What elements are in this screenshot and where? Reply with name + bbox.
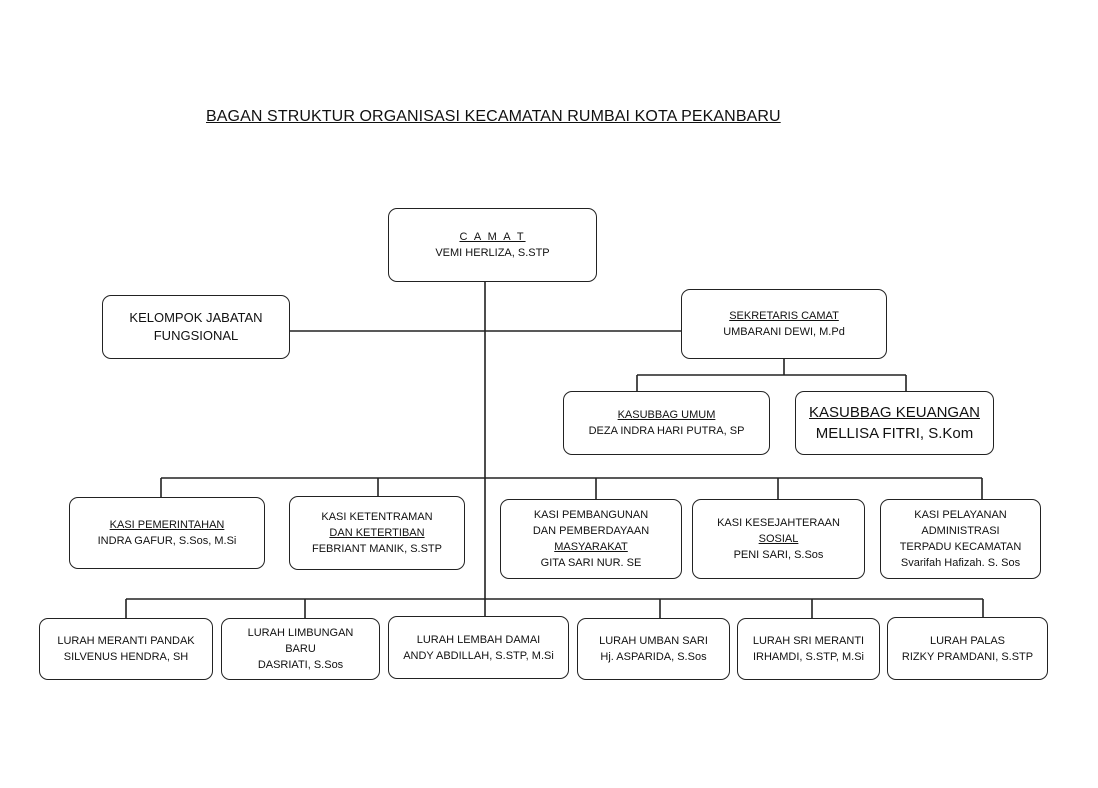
- lurah-6-line1: LURAH PALAS: [930, 634, 1005, 647]
- sekretaris-box: SEKRETARIS CAMAT UMBARANI DEWI, M.Pd: [681, 289, 887, 359]
- kasubbag-umum-role: KASUBBAG UMUM: [617, 409, 716, 421]
- kasi-1-line1: KASI PEMERINTAHAN: [109, 519, 225, 531]
- kasi-4-line2: SOSIAL: [758, 533, 799, 545]
- lurah-5-line1: LURAH SRI MERANTI: [752, 635, 865, 647]
- sekretaris-name: UMBARANI DEWI, M.Pd: [723, 326, 845, 338]
- lurah-sri-meranti-box: LURAH SRI MERANTI IRHAMDI, S.STP, M.Si: [737, 618, 880, 680]
- lurah-2-line1: LURAH LIMBUNGAN: [247, 627, 354, 639]
- fungsional-box: KELOMPOK JABATAN FUNGSIONAL: [102, 295, 290, 359]
- lurah-5-name: IRHAMDI, S.STP, M.Si: [752, 651, 865, 663]
- kasi-5-line3: TERPADU KECAMATAN: [899, 541, 1022, 553]
- kasi-5-line2: ADMINISTRASI: [921, 525, 1000, 537]
- camat-role: C A M A T: [459, 231, 526, 243]
- lurah-6-name: RIZKY PRAMDANI, S.STP: [901, 650, 1034, 663]
- kasi-3-name: GITA SARI NUR. SE: [540, 557, 642, 569]
- lurah-1-line1: LURAH MERANTI PANDAK: [57, 635, 195, 647]
- kasi-3-line3: MASYARAKAT: [554, 541, 628, 553]
- page-title: BAGAN STRUKTUR ORGANISASI KECAMATAN RUMB…: [206, 108, 781, 125]
- lurah-4-line1: LURAH UMBAN SARI: [599, 635, 708, 647]
- kasi-pemerintahan-box: KASI PEMERINTAHAN INDRA GAFUR, S.Sos, M.…: [69, 497, 265, 569]
- kasubbag-keuangan-box: KASUBBAG KEUANGAN MELLISA FITRI, S.Kom: [795, 391, 994, 455]
- kasi-2-name: FEBRIANT MANIK, S.STP: [312, 543, 442, 555]
- kasi-4-line1: KASI KESEJAHTERAAN: [717, 517, 840, 529]
- kasi-pelayanan-box: KASI PELAYANAN ADMINISTRASI TERPADU KECA…: [880, 499, 1041, 579]
- kasi-kesejahteraan-box: KASI KESEJAHTERAAN SOSIAL PENI SARI, S.S…: [692, 499, 865, 579]
- camat-name: VEMI HERLIZA, S.STP: [435, 247, 550, 259]
- kasi-ketentraman-box: KASI KETENTRAMAN DAN KETERTIBAN FEBRIANT…: [289, 496, 465, 570]
- kasi-2-line2: DAN KETERTIBAN: [329, 527, 425, 539]
- lurah-3-line1: LURAH LEMBAH DAMAI: [416, 633, 541, 646]
- fungsional-line2: FUNGSIONAL: [153, 328, 239, 343]
- kasi-4-name: PENI SARI, S.Sos: [733, 549, 824, 561]
- kasi-3-line1: KASI PEMBANGUNAN: [533, 509, 649, 521]
- lurah-meranti-pandak-box: LURAH MERANTI PANDAK SILVENUS HENDRA, SH: [39, 618, 213, 680]
- kasi-2-line1: KASI KETENTRAMAN: [321, 511, 433, 523]
- kasi-1-name: INDRA GAFUR, S.Sos, M.Si: [97, 535, 237, 547]
- lurah-2-name: DASRIATI, S.Sos: [257, 659, 344, 671]
- lurah-1-name: SILVENUS HENDRA, SH: [63, 651, 189, 663]
- kasubbag-umum-name: DEZA INDRA HARI PUTRA, SP: [588, 425, 745, 437]
- lurah-limbungan-baru-box: LURAH LIMBUNGAN BARU DASRIATI, S.Sos: [221, 618, 380, 680]
- kasubbag-keuangan-name: MELLISA FITRI, S.Kom: [815, 425, 974, 442]
- sekretaris-role: SEKRETARIS CAMAT: [729, 310, 839, 322]
- kasi-5-name: Svarifah Hafizah. S. Sos: [900, 557, 1021, 569]
- lurah-palas-box: LURAH PALAS RIZKY PRAMDANI, S.STP: [887, 617, 1048, 680]
- lurah-2-line2: BARU: [285, 643, 316, 655]
- lurah-lembah-damai-box: LURAH LEMBAH DAMAI ANDY ABDILLAH, S.STP,…: [388, 616, 569, 679]
- fungsional-line1: KELOMPOK JABATAN: [129, 310, 263, 325]
- kasi-3-line2: DAN PEMBERDAYAAN: [532, 525, 650, 537]
- lurah-3-name: ANDY ABDILLAH, S.STP, M.Si: [403, 649, 554, 662]
- lurah-4-name: Hj. ASPARIDA, S.Sos: [600, 651, 707, 663]
- kasubbag-umum-box: KASUBBAG UMUM DEZA INDRA HARI PUTRA, SP: [563, 391, 770, 455]
- camat-box: C A M A T VEMI HERLIZA, S.STP: [388, 208, 597, 282]
- kasi-pembangunan-box: KASI PEMBANGUNAN DAN PEMBERDAYAAN MASYAR…: [500, 499, 682, 579]
- kasubbag-keuangan-role: KASUBBAG KEUANGAN: [809, 404, 980, 421]
- kasi-5-line1: KASI PELAYANAN: [914, 509, 1007, 521]
- lurah-umban-sari-box: LURAH UMBAN SARI Hj. ASPARIDA, S.Sos: [577, 618, 730, 680]
